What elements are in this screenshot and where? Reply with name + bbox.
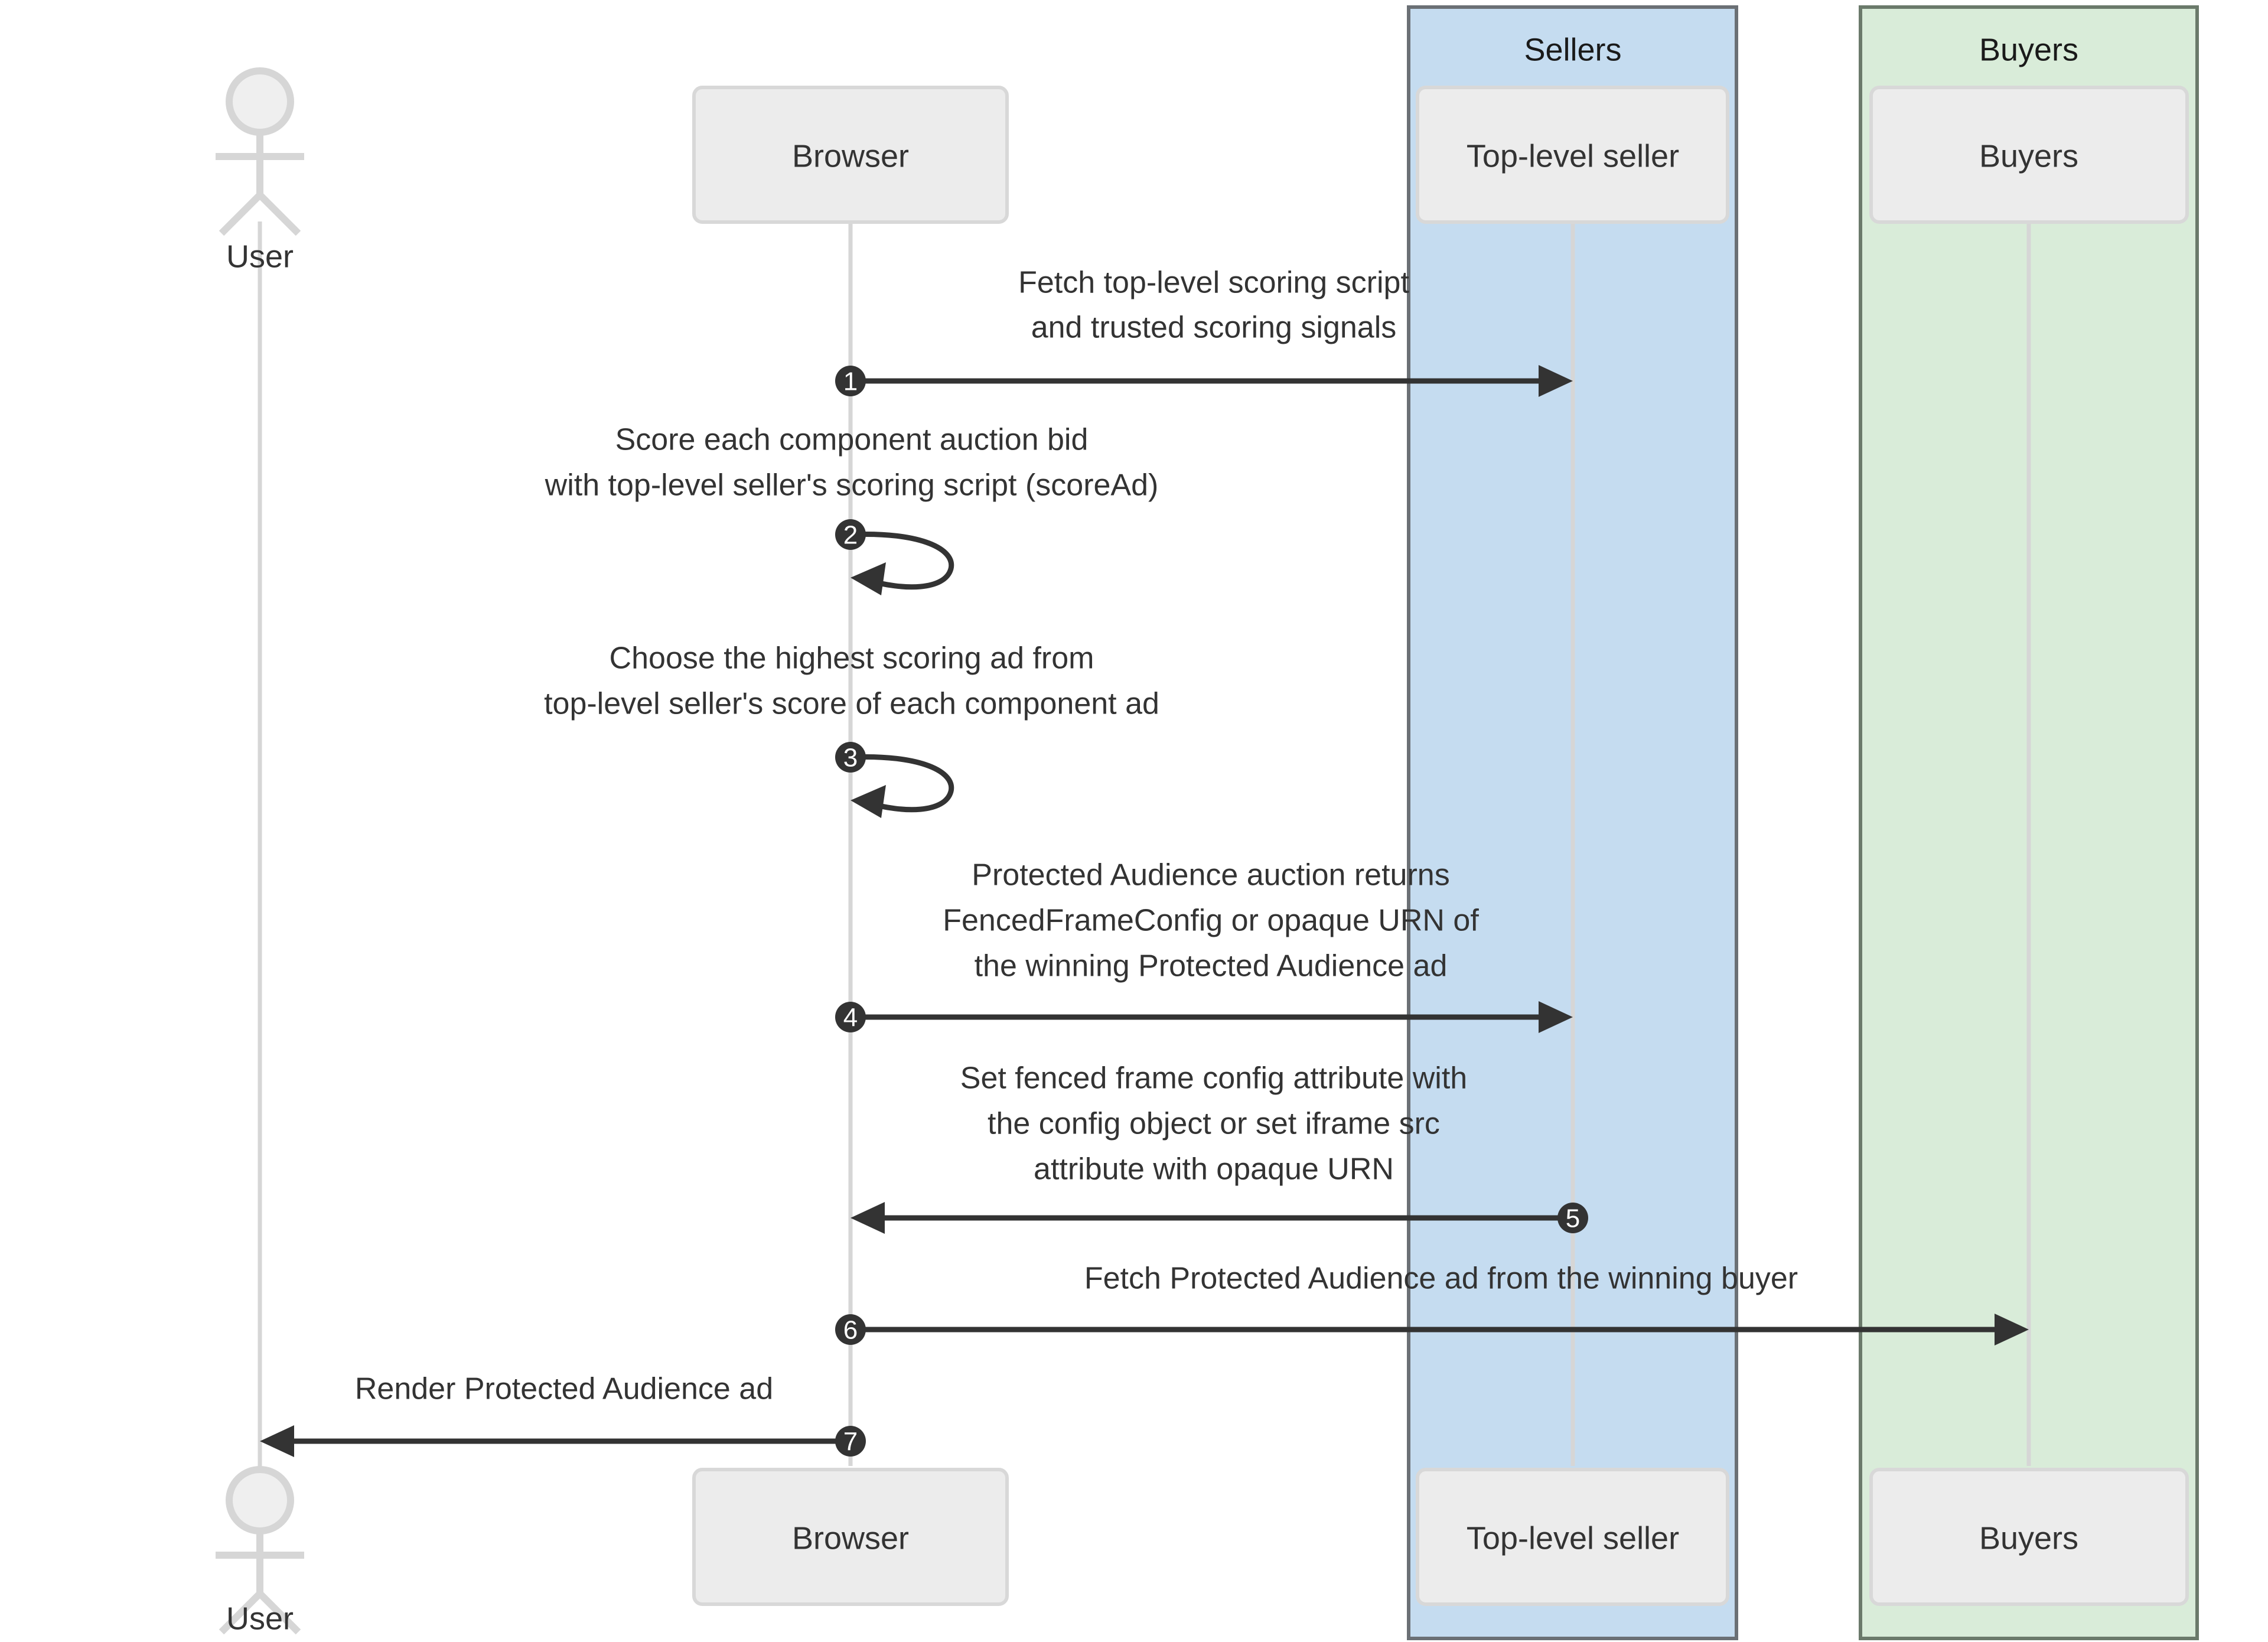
message-2-arrowhead-icon — [850, 562, 886, 595]
message-3-arrowhead-icon — [850, 785, 886, 818]
participant-seller-label-bottom: Top-level seller — [1467, 1520, 1679, 1556]
participant-browser-rect-top[interactable] — [692, 86, 1009, 224]
message-7-badge[interactable] — [835, 1426, 866, 1457]
message-2-number: 2 — [843, 521, 858, 550]
actor-user-label-top: User — [226, 239, 294, 274]
participant-buyers-label-bottom: Buyers — [1979, 1520, 2078, 1556]
message-1-label-line-2: and trusted scoring signals — [1031, 311, 1397, 345]
message-6-label-line-1: Fetch Protected Audience ad from the win… — [1084, 1262, 1798, 1296]
group-buyers-label: Buyers — [1979, 32, 2078, 67]
participant-buyers-rect-bottom[interactable] — [1869, 1468, 2189, 1606]
message-6[interactable]: Fetch Protected Audience ad from the win… — [835, 1262, 2029, 1345]
message-5-number: 5 — [1566, 1204, 1580, 1233]
message-1-badge[interactable] — [835, 366, 866, 396]
message-4-badge[interactable] — [835, 1002, 866, 1032]
message-5-badge[interactable] — [1557, 1203, 1588, 1233]
message-3-label-line-1: Choose the highest scoring ad from — [610, 641, 1094, 676]
message-5-label-line-2: the config object or set iframe src — [988, 1107, 1440, 1141]
message-6-badge[interactable] — [835, 1314, 866, 1345]
actor-legs-icon — [219, 192, 301, 236]
message-5-arrowhead-icon — [850, 1202, 885, 1234]
message-1-arrowhead-icon — [1539, 365, 1573, 397]
message-2-loop-path — [850, 531, 954, 590]
participant-buyers-top[interactable]: Buyers — [1869, 86, 2189, 224]
actor-user-bottom: User — [216, 1466, 304, 1636]
participant-seller-bottom[interactable]: Top-level seller — [1416, 1468, 1729, 1606]
participant-browser-label-bottom: Browser — [792, 1520, 909, 1556]
message-1-number: 1 — [843, 367, 858, 396]
actor-legs-icon-bottom — [219, 1591, 301, 1635]
message-4[interactable]: Protected Audience auction returns Fence… — [835, 858, 1573, 1033]
message-3[interactable]: Choose the highest scoring ad from top-l… — [544, 641, 1159, 818]
message-4-number: 4 — [843, 1004, 858, 1032]
message-4-label-line-3: the winning Protected Audience ad — [975, 949, 1448, 983]
message-2-label-line-1: Score each component auction bid — [615, 423, 1089, 457]
group-sellers-label: Sellers — [1524, 32, 1621, 67]
message-6-number: 6 — [843, 1316, 858, 1345]
message-3-label-line-2: top-level seller's score of each compone… — [544, 687, 1159, 721]
message-4-label-line-2: FencedFrameConfig or opaque URN of — [943, 904, 1479, 938]
participant-browser-top[interactable]: Browser — [692, 86, 1009, 224]
participant-browser-label-top: Browser — [792, 138, 909, 174]
message-2[interactable]: Score each component auction bid with to… — [545, 423, 1159, 595]
participant-seller-rect-top[interactable] — [1416, 86, 1729, 224]
message-7-number: 7 — [843, 1428, 858, 1457]
participant-seller-top[interactable]: Top-level seller — [1416, 86, 1729, 224]
participant-browser-bottom[interactable]: Browser — [692, 1468, 1009, 1606]
participant-buyers-label-top: Buyers — [1979, 138, 2078, 174]
actor-head-icon — [226, 67, 294, 136]
actor-user-label-bottom: User — [226, 1601, 294, 1636]
message-2-label-line-2: with top-level seller's scoring script (… — [545, 468, 1159, 503]
message-1-label-line-1: Fetch top-level scoring script — [1018, 266, 1409, 300]
message-3-number: 3 — [843, 744, 858, 773]
actor-user-top: User — [216, 67, 304, 274]
message-7[interactable]: Render Protected Audience ad 7 — [260, 1372, 866, 1457]
message-5-label-line-1: Set fenced frame config attribute with — [960, 1061, 1467, 1096]
participant-seller-rect-bottom[interactable] — [1416, 1468, 1729, 1606]
message-7-arrowhead-icon — [260, 1425, 294, 1457]
message-5-label-line-3: attribute with opaque URN — [1034, 1152, 1394, 1187]
message-5[interactable]: Set fenced frame config attribute with t… — [850, 1061, 1588, 1234]
participant-browser-rect-bottom[interactable] — [692, 1468, 1009, 1606]
participant-buyers-rect-top[interactable] — [1869, 86, 2189, 224]
message-1[interactable]: Fetch top-level scoring script and trust… — [835, 266, 1573, 397]
message-3-loop-path — [850, 754, 954, 813]
message-7-label-line-1: Render Protected Audience ad — [355, 1372, 773, 1406]
participant-seller-label-top: Top-level seller — [1467, 138, 1679, 174]
message-6-arrowhead-icon — [1995, 1314, 2029, 1345]
message-2-badge[interactable] — [835, 519, 866, 550]
actor-head-icon-bottom — [226, 1466, 294, 1535]
message-4-label-line-1: Protected Audience auction returns — [972, 858, 1449, 892]
participant-buyers-bottom[interactable]: Buyers — [1869, 1468, 2189, 1606]
message-4-arrowhead-icon — [1539, 1001, 1573, 1033]
message-3-badge[interactable] — [835, 742, 866, 773]
